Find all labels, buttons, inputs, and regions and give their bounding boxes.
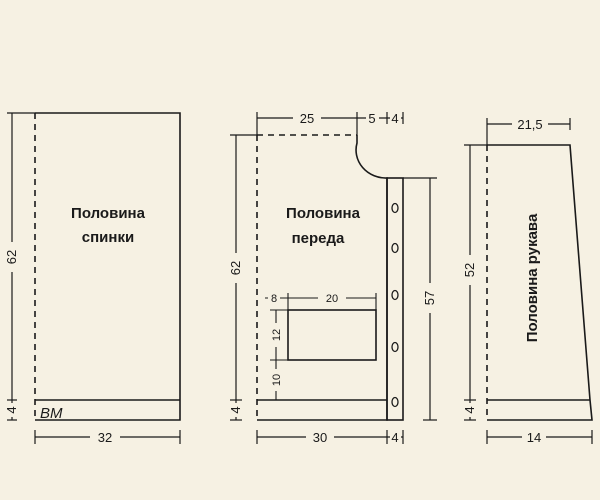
pocket-offset-dimension: 8 — [271, 293, 277, 305]
back-hem-dimension: 4 — [4, 406, 19, 413]
front-button-band — [386, 177, 404, 421]
button — [391, 242, 399, 254]
pocket-bottom-dimension: 10 — [271, 374, 283, 386]
sleeve-top-width-dimension: 21,5 — [517, 117, 542, 132]
pocket-height-dimension: 12 — [271, 329, 283, 341]
watermark-mark: BM — [40, 405, 63, 422]
sleeve-bottom-width-dimension: 14 — [527, 430, 541, 445]
front-neck-width-dimension: 5 — [368, 111, 375, 126]
front-label-line1: Половина — [286, 205, 361, 222]
back-outline — [35, 112, 181, 421]
pocket-width-dimension: 20 — [326, 293, 338, 305]
back-label-line2: спинки — [82, 229, 134, 246]
front-top-width-dimension: 25 — [300, 111, 314, 126]
front-label-line2: переда — [292, 230, 345, 247]
front-hem-dimension: 4 — [228, 406, 243, 413]
back-width-dimension: 32 — [98, 430, 112, 445]
back-piece: Половина спинки 62 4 32 BM — [4, 112, 181, 446]
front-piece: Половина переда 25 5 4 62 4 57 — [228, 110, 437, 446]
front-band-bottom-dimension: 4 — [391, 430, 398, 445]
sleeve-cuff-dimension: 4 — [462, 406, 477, 413]
pocket — [287, 309, 377, 361]
sleeve-piece: Половина рукава 21,5 52 4 14 — [462, 115, 593, 446]
front-band-height-dimension: 57 — [422, 291, 437, 305]
front-band-top-dimension: 4 — [391, 111, 398, 126]
button — [391, 202, 399, 214]
back-height-dimension: 62 — [4, 250, 19, 264]
front-height-dimension: 62 — [228, 261, 243, 275]
front-buttons — [391, 202, 399, 408]
button — [391, 396, 399, 408]
button — [391, 341, 399, 353]
front-bottom-width-dimension: 30 — [313, 430, 327, 445]
button — [391, 289, 399, 301]
sleeve-height-dimension: 52 — [462, 263, 477, 277]
sleeve-label: Половина рукава — [524, 213, 541, 342]
back-label-line1: Половина — [71, 205, 146, 222]
